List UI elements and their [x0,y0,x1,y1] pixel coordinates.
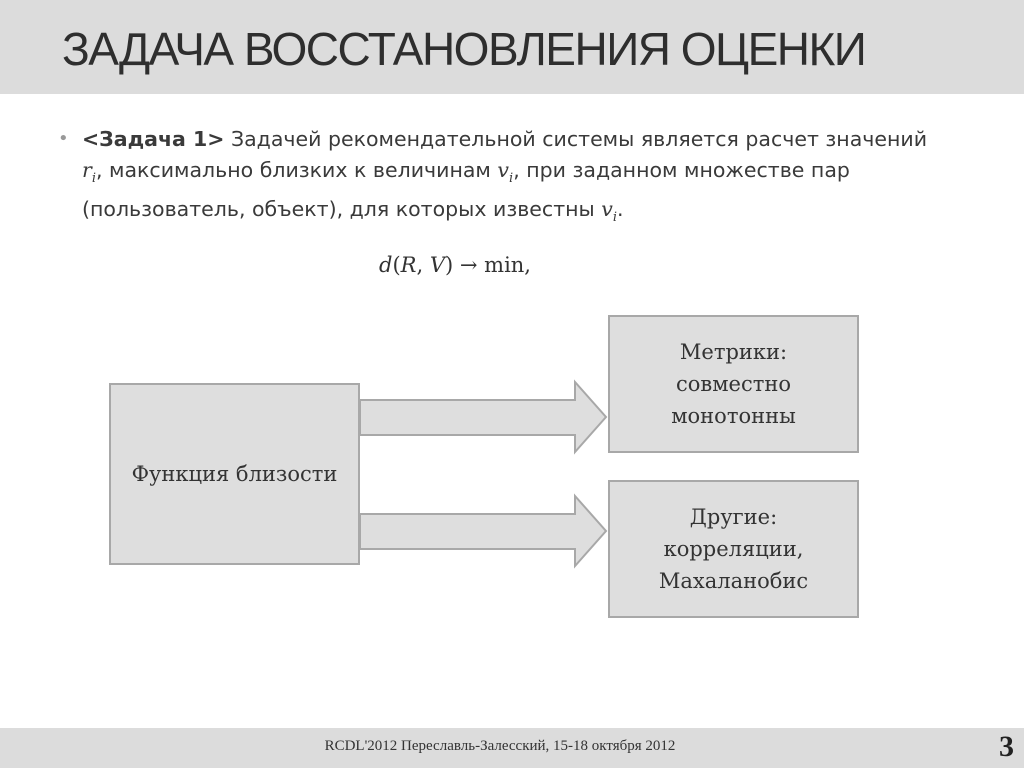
similarity-function-box: Функция близости [109,383,360,565]
var-r: ri [82,158,96,187]
objective-formula: d(R, V) → min, [379,253,531,277]
arrow-to-others [359,493,608,569]
var-v: vi [497,158,514,187]
similarity-function-label: Функция близости [131,462,338,486]
task-description: <Задача 1> Задачей рекомендательной сист… [82,124,982,233]
footer-text: RCDL'2012 Переславль-Залесский, 15-18 ок… [324,738,676,754]
task-text-end: . [617,197,624,222]
arrow-to-metrics [359,379,608,455]
metrics-box: Метрики: совместно монотонны [608,315,859,453]
footer-bar [0,728,1024,768]
title-bar [0,0,1024,94]
page-number: 3 [999,730,1014,763]
task-text-line2b: , при заданном множестве пар [513,158,850,182]
other-measures-label: Другие: корреляции, Махаланобис [658,505,809,593]
task-label: <Задача 1> [82,127,225,151]
task-text-line2a: , максимально близких к величинам [95,158,498,182]
task-text-line1: Задачей рекомендательной системы являетс… [224,127,928,151]
bullet-marker: • [58,128,69,149]
metrics-label: Метрики: совместно монотонны [671,340,796,428]
var-v-2: vi [601,197,618,226]
slide-title: ЗАДАЧА ВОССТАНОВЛЕНИЯ ОЦЕНКИ [62,23,867,75]
other-measures-box: Другие: корреляции, Махаланобис [608,480,859,618]
task-text-line3: (пользователь, объект), для которых изве… [82,197,602,222]
